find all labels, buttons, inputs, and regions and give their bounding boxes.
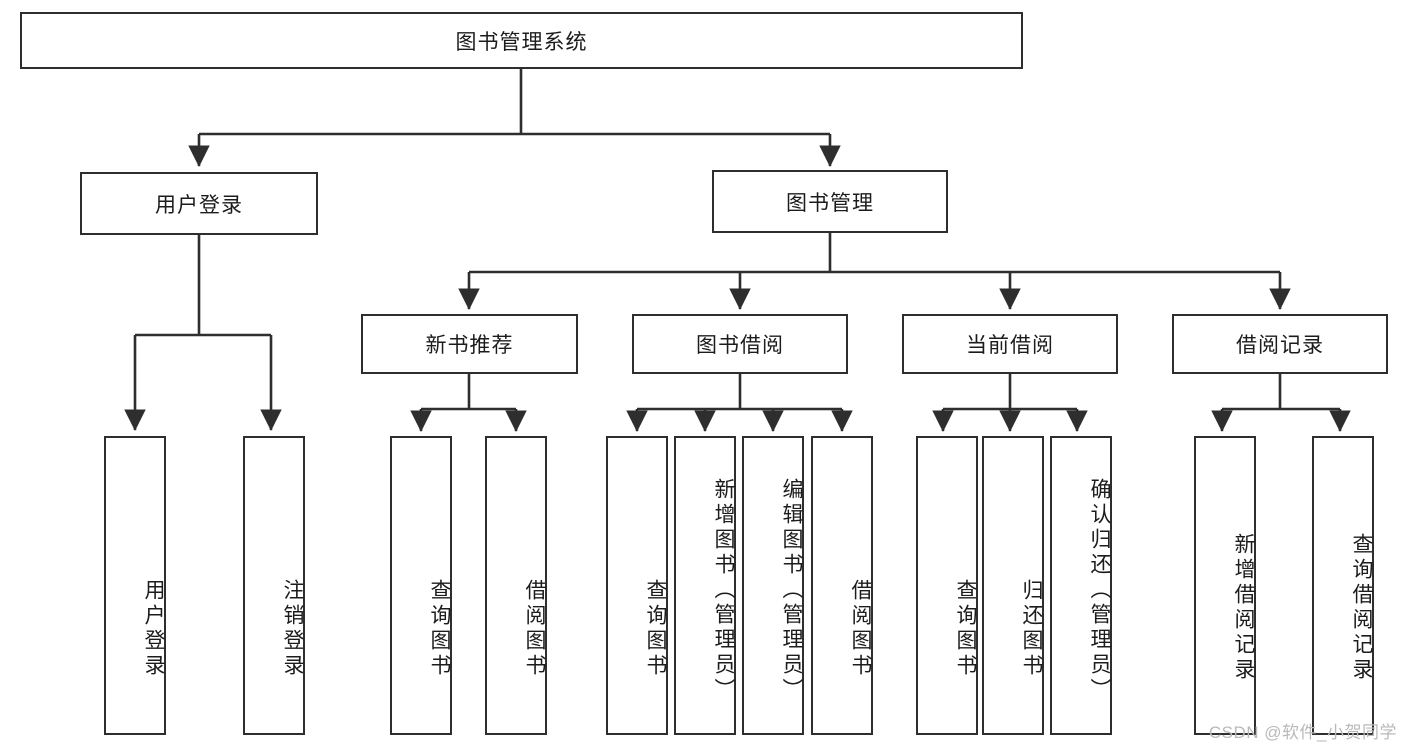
leaf-edit-book-admin-label: 编辑图书（管理员） (780, 478, 803, 703)
leaf-user-login-label: 用户登录 (142, 578, 165, 679)
node-borrow-record[interactable]: 借阅记录 (1172, 314, 1388, 374)
leaf-borrow-book-recommend[interactable]: 借阅图书 (485, 436, 547, 735)
leaf-add-book-admin-label: 新增图书（管理员） (712, 478, 735, 703)
leaf-query-borrow-record-label: 查询借阅记录 (1350, 532, 1373, 683)
leaf-query-book-recommend-label: 查询图书 (428, 578, 451, 679)
node-new-book-recommend[interactable]: 新书推荐 (361, 314, 578, 374)
leaf-return-book-label: 归还图书 (1020, 578, 1043, 679)
leaf-borrow-book-recommend-label: 借阅图书 (523, 578, 546, 679)
node-borrow-record-label: 借阅记录 (1236, 334, 1324, 357)
node-user-login-label: 用户登录 (155, 193, 243, 217)
node-new-book-recommend-label: 新书推荐 (425, 334, 514, 357)
leaf-borrow-book-borrow[interactable]: 借阅图书 (811, 436, 873, 735)
node-user-login[interactable]: 用户登录 (80, 172, 318, 235)
leaf-query-book-current-label: 查询图书 (954, 578, 977, 679)
node-current-borrow[interactable]: 当前借阅 (902, 314, 1118, 374)
leaf-user-login[interactable]: 用户登录 (104, 436, 166, 735)
node-book-borrow[interactable]: 图书借阅 (632, 314, 848, 374)
leaf-query-book-current[interactable]: 查询图书 (916, 436, 978, 735)
leaf-borrow-book-borrow-label: 借阅图书 (849, 578, 872, 679)
leaf-confirm-return-admin-label: 确认归还（管理员） (1088, 478, 1111, 703)
node-root[interactable]: 图书管理系统 (20, 12, 1023, 69)
node-root-label: 图书管理系统 (455, 30, 588, 54)
node-book-borrow-label: 图书借阅 (696, 334, 784, 357)
leaf-return-book[interactable]: 归还图书 (982, 436, 1044, 735)
node-book-management-label: 图书管理 (786, 191, 874, 215)
node-current-borrow-label: 当前借阅 (966, 334, 1054, 357)
leaf-add-book-admin[interactable]: 新增图书（管理员） (674, 436, 736, 735)
leaf-query-borrow-record[interactable]: 查询借阅记录 (1312, 436, 1374, 735)
leaf-logout[interactable]: 注销登录 (243, 436, 305, 735)
watermark-text: CSDN @软件_小贺同学 (1208, 723, 1397, 742)
node-book-management[interactable]: 图书管理 (712, 170, 948, 233)
leaf-add-borrow-record-label: 新增借阅记录 (1232, 532, 1255, 683)
leaf-query-book-borrow[interactable]: 查询图书 (606, 436, 668, 735)
leaf-confirm-return-admin[interactable]: 确认归还（管理员） (1050, 436, 1112, 735)
leaf-logout-label: 注销登录 (281, 578, 304, 679)
leaf-query-book-recommend[interactable]: 查询图书 (390, 436, 452, 735)
leaf-query-book-borrow-label: 查询图书 (644, 578, 667, 679)
leaf-edit-book-admin[interactable]: 编辑图书（管理员） (742, 436, 804, 735)
leaf-add-borrow-record[interactable]: 新增借阅记录 (1194, 436, 1256, 735)
